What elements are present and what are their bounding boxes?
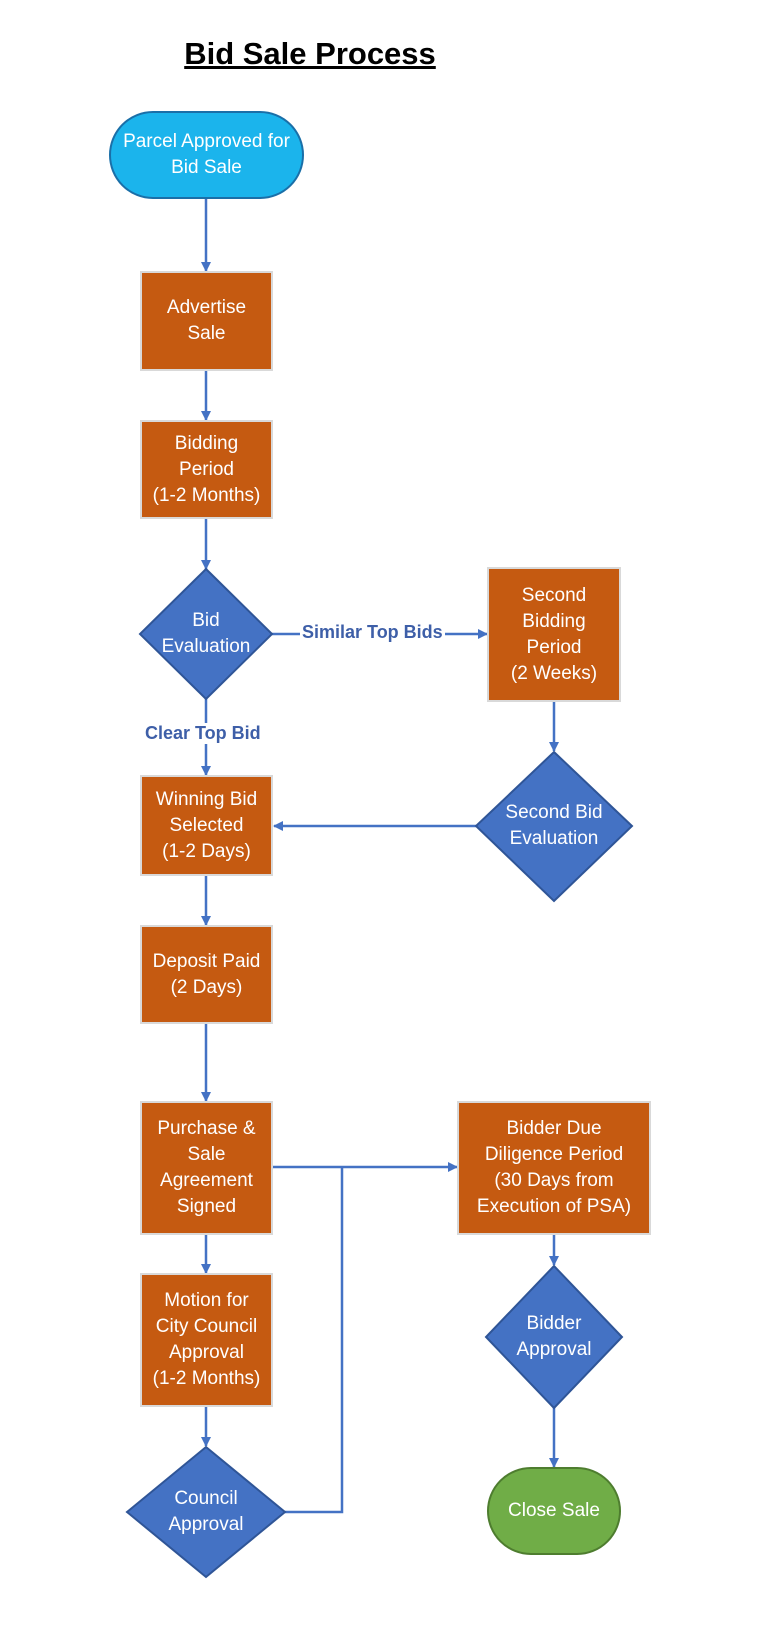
bidder-approval-text: Bidder Approval [516, 1313, 592, 1360]
process-node-winning-bid [140, 775, 273, 876]
process-node-deposit-paid [140, 925, 273, 1024]
process-node-advertise-sale [140, 271, 273, 371]
process-node-due-diligence [457, 1101, 651, 1235]
edge-council-to-due-diligence-connector [285, 1167, 344, 1514]
winning-bid-text: Winning Bid Selected (1-2 Days) [155, 788, 258, 862]
start-node-parcel-approved [109, 111, 304, 199]
decision-node-council-approval [125, 1445, 287, 1579]
psa-signed-text: Purchase & Sale Agreement Signed [157, 1118, 256, 1217]
second-bid-evaluation-text: Second Bid Evaluation [505, 802, 603, 849]
decision-node-bidder-approval [484, 1264, 624, 1410]
decision-node-bid-evaluation [138, 567, 274, 701]
deposit-paid-text: Deposit Paid (2 Days) [152, 950, 261, 998]
bidding-period-text: Bidding Period (1-2 Months) [152, 432, 261, 506]
edge-label-similar-top-bids: Similar Top Bids [300, 622, 445, 643]
motion-council-text: Motion for City Council Approval (1-2 Mo… [152, 1290, 261, 1389]
process-node-bidding-period [140, 420, 273, 519]
bid-evaluation-text: Bid Evaluation [161, 610, 251, 657]
edge-label-clear-top-bid: Clear Top Bid [143, 723, 263, 744]
second-bidding-period-text: Second Bidding Period (2 Weeks) [510, 584, 598, 684]
parcel-approved-text: Parcel Approved for Bid Sale [123, 131, 290, 178]
page-title: Bid Sale Process [184, 36, 436, 71]
council-approval-text: Council Approval [168, 1488, 244, 1535]
end-node-close-sale [487, 1467, 621, 1555]
due-diligence-text: Bidder Due Diligence Period (30 Days fro… [476, 1118, 632, 1217]
process-node-psa-signed [140, 1101, 273, 1235]
process-node-second-bidding-period [487, 567, 621, 702]
decision-node-second-bid-evaluation [474, 750, 634, 903]
close-sale-text: Close Sale [508, 1500, 600, 1521]
advertise-sale-text: Advertise Sale [166, 297, 247, 344]
process-node-motion-council [140, 1273, 273, 1407]
